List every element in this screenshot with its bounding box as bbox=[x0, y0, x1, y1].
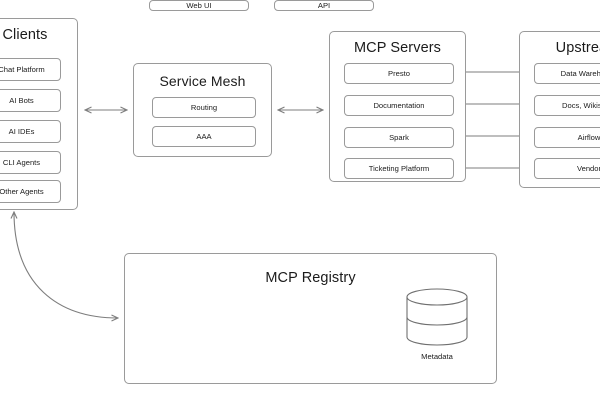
registry-node-api[interactable]: API bbox=[274, 0, 374, 11]
client-node-cli-agents[interactable]: CLI Agents bbox=[0, 151, 61, 174]
client-node-other-agents[interactable]: Other Agents bbox=[0, 180, 61, 203]
upstream-node-vendor[interactable]: Vendor bbox=[534, 158, 600, 179]
server-node-presto[interactable]: Presto bbox=[344, 63, 454, 84]
client-node-ai-ides[interactable]: AI IDEs bbox=[0, 120, 61, 143]
server-node-documentation[interactable]: Documentation bbox=[344, 95, 454, 116]
upstream-node-data-warehouse[interactable]: Data Warehouse bbox=[534, 63, 600, 84]
clients-panel-title: Clients bbox=[2, 27, 48, 43]
service-mesh-panel: Service Mesh Routing AAA bbox=[133, 63, 272, 157]
mcp-registry-panel-title: MCP Registry bbox=[265, 270, 356, 286]
upstream-node-airflow[interactable]: Airflow bbox=[534, 127, 600, 148]
server-node-spark[interactable]: Spark bbox=[344, 127, 454, 148]
mesh-node-aaa[interactable]: AAA bbox=[152, 126, 256, 147]
clients-panel: Clients Chat Platform AI Bots AI IDEs CL… bbox=[0, 18, 78, 210]
database-label: Metadata bbox=[421, 352, 453, 361]
upstream-panel-title: Upstream bbox=[555, 40, 600, 56]
service-mesh-panel-title: Service Mesh bbox=[159, 73, 246, 89]
upstream-panel: Upstream Data Warehouse Docs, Wikis, etc… bbox=[519, 31, 600, 188]
database-icon bbox=[406, 288, 468, 346]
connector-clients-to-registry bbox=[14, 212, 118, 318]
upstream-node-docs-wikis[interactable]: Docs, Wikis, etc bbox=[534, 95, 600, 116]
mesh-node-routing[interactable]: Routing bbox=[152, 97, 256, 118]
client-node-chat-platform[interactable]: Chat Platform bbox=[0, 58, 61, 81]
mcp-servers-panel: MCP Servers Presto Documentation Spark T… bbox=[329, 31, 466, 182]
registry-node-web-ui[interactable]: Web UI bbox=[149, 0, 249, 11]
mcp-servers-panel-title: MCP Servers bbox=[353, 40, 442, 56]
server-node-ticketing-platform[interactable]: Ticketing Platform bbox=[344, 158, 454, 179]
client-node-ai-bots[interactable]: AI Bots bbox=[0, 89, 61, 112]
